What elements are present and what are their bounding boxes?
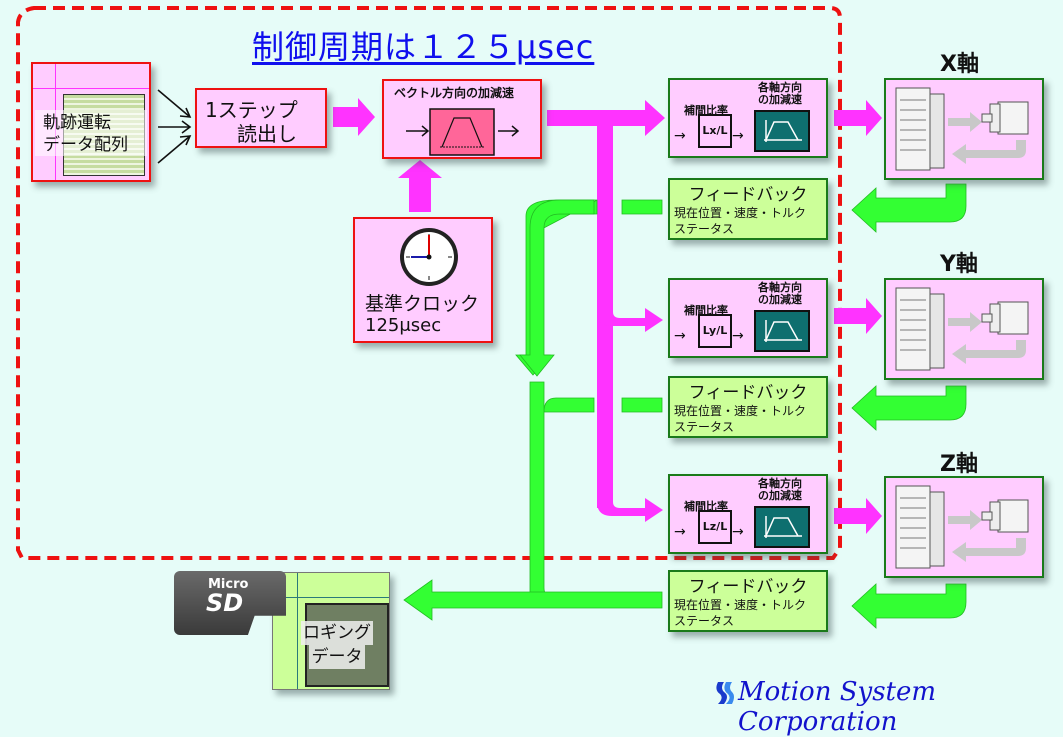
accel-label-line2: の加減速 — [758, 293, 802, 306]
arrow-step-to-vector — [333, 98, 375, 136]
step-read-block: 1ステップ 読出し — [195, 88, 327, 148]
arrow-in-icon: → — [674, 328, 686, 344]
servo-amp-motor-icon — [895, 87, 1029, 171]
fb-logging-trunk — [529, 381, 555, 599]
vector-accel-label: ベクトル方向の加減速 — [394, 86, 515, 100]
company-name: Motion System Corporation — [738, 677, 937, 737]
trajectory-label-line1: 軌跡運転 — [43, 113, 111, 133]
fb-x-to-logging-branch — [515, 199, 598, 376]
fb-y-servo-return — [851, 385, 967, 431]
arrow-in-icon: → — [674, 128, 686, 144]
logging-data-block: ロギング データ — [272, 572, 390, 690]
feedback-line1: 現在位置・速度・トルク — [674, 404, 807, 418]
ratio-label: 補間比率 — [684, 500, 728, 513]
clock-label-line2: 125μsec — [365, 315, 442, 336]
arrow-trunk-to-y-body — [597, 300, 663, 332]
feedback-line2: ステータス — [674, 222, 735, 236]
arrow-mid-icon: → — [732, 328, 744, 344]
feedback-line1: 現在位置・速度・トルク — [674, 206, 807, 220]
command-flow-arrows — [333, 98, 882, 534]
axis-x-interpolation-block: 補間比率 各軸方向 の加減速 → Lx/L → — [668, 78, 828, 158]
feedback-box-y: フィードバック 現在位置・速度・トルク ステータス — [668, 376, 828, 438]
vector-accel-block: ベクトル方向の加減速 — [382, 79, 542, 159]
ratio-value: Lz/L — [698, 510, 732, 544]
microsd-label-line1: Micro — [208, 577, 249, 592]
arrow-to-x-servo — [834, 100, 882, 136]
servo-x-box — [884, 78, 1044, 180]
servo-amp-motor-icon — [895, 287, 1029, 371]
accel-label-line1: 各軸方向 — [758, 477, 802, 490]
axis-y-label: Y軸 — [940, 252, 978, 277]
feedback-title: フィードバック — [688, 185, 808, 205]
axis-x-label: X軸 — [940, 52, 979, 77]
logging-label-line1: ロギング — [301, 621, 373, 645]
feedback-flow-arrows — [403, 183, 967, 629]
accel-label-line1: 各軸方向 — [758, 281, 802, 294]
feedback-line1: 現在位置・速度・トルク — [674, 598, 807, 612]
servo-y-box — [884, 278, 1044, 380]
accel-label-line1: 各軸方向 — [758, 81, 802, 94]
ratio-label: 補間比率 — [684, 104, 728, 117]
fb-x-to-logging-branch-right — [621, 199, 663, 215]
arrow-to-y-servo — [834, 298, 882, 334]
microsd-card-icon: Micro SD — [174, 571, 286, 635]
arrow-mid-icon: → — [732, 524, 744, 540]
arrow-mid-icon: → — [732, 128, 744, 144]
fb-z-to-logging — [403, 579, 663, 621]
clock-icon — [400, 228, 458, 286]
arrow-trunk-to-z-body — [597, 490, 663, 522]
step-read-line1: 1ステップ — [205, 98, 298, 122]
company-logo-icon — [712, 680, 734, 706]
grid-line — [33, 88, 149, 89]
reference-clock-block: 基準クロック 125μsec — [353, 217, 493, 343]
accel-label-line2: の加減速 — [758, 93, 802, 106]
trajectory-data-array: 軌跡運転 データ配列 — [31, 62, 151, 182]
axis-z-label: Z軸 — [940, 452, 978, 477]
arrow-vector-to-x — [547, 100, 665, 136]
microsd-label-line2: SD — [206, 589, 244, 617]
axis-y-interpolation-block: 補間比率 各軸方向 の加減速 → Ly/L → — [668, 278, 828, 358]
servo-amp-motor-icon — [895, 485, 1029, 569]
logging-label-line2: データ — [309, 645, 365, 669]
fb-x-bend — [519, 199, 595, 377]
ratio-label: 補間比率 — [684, 304, 728, 317]
step-read-line2: 読出し — [237, 122, 297, 146]
trapezoid-profile-icon — [406, 108, 520, 156]
control-cycle-boundary — [16, 6, 842, 560]
arrow-in-icon: → — [674, 524, 686, 540]
feedback-line2: ステータス — [674, 614, 735, 628]
feedback-title: フィードバック — [688, 577, 808, 597]
arrow-clock-to-vector — [398, 160, 442, 212]
clock-label-line1: 基準クロック — [365, 293, 480, 315]
accel-label-line2: の加減速 — [758, 489, 802, 502]
fb-y-branch-left — [543, 397, 595, 413]
arrow-to-z-servo — [834, 498, 882, 534]
axis-accel-profile-icon — [754, 310, 810, 352]
fb-z-servo-return — [851, 583, 967, 629]
fb-x-servo-return — [851, 183, 967, 233]
axis-z-interpolation-block: 補間比率 各軸方向 の加減速 → Lz/L → — [668, 474, 828, 554]
fb-y-branch-right — [621, 397, 663, 413]
feedback-title: フィードバック — [688, 383, 808, 403]
input-arrows — [157, 89, 192, 164]
ratio-value: Ly/L — [698, 314, 732, 348]
page-title: 制御周期は１２５μsec — [252, 28, 595, 66]
feedback-line2: ステータス — [674, 420, 735, 434]
axis-accel-profile-icon — [754, 506, 810, 548]
flow-connectors — [16, 6, 967, 629]
trajectory-label-line2: データ配列 — [43, 135, 128, 155]
ratio-value: Lx/L — [698, 114, 732, 148]
feedback-box-z: フィードバック 現在位置・速度・トルク ステータス — [668, 570, 828, 632]
feedback-box-x: フィードバック 現在位置・速度・トルク ステータス — [668, 178, 828, 240]
servo-z-box — [884, 476, 1044, 578]
axis-accel-profile-icon — [754, 110, 810, 152]
